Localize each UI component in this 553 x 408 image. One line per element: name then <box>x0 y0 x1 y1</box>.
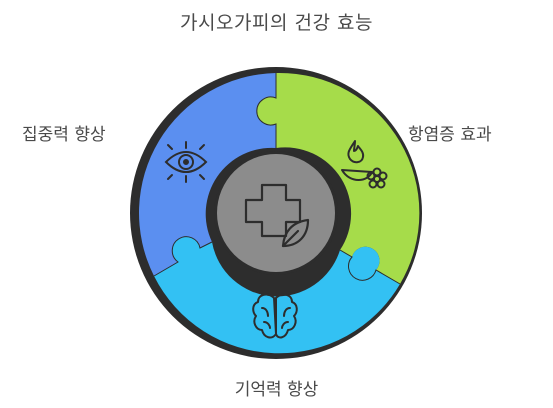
segment-memory <box>154 236 400 354</box>
segment-focus <box>139 73 276 276</box>
segment-label-focus: 집중력 향상 <box>22 125 106 145</box>
segment-anti-inflammatory <box>256 72 420 285</box>
page-title: 가시오가피의 건강 효능 <box>180 12 373 34</box>
flame-and-flower-icon <box>341 140 388 189</box>
segment-label-memory: 기억력 향상 <box>234 380 319 400</box>
segment-label-anti-inflammatory: 항염증 효과 <box>408 125 492 145</box>
brain-icon <box>252 293 298 339</box>
center-hub <box>217 154 335 272</box>
medical-cross-leaf-icon <box>244 183 310 248</box>
eye-target-icon <box>164 141 208 183</box>
